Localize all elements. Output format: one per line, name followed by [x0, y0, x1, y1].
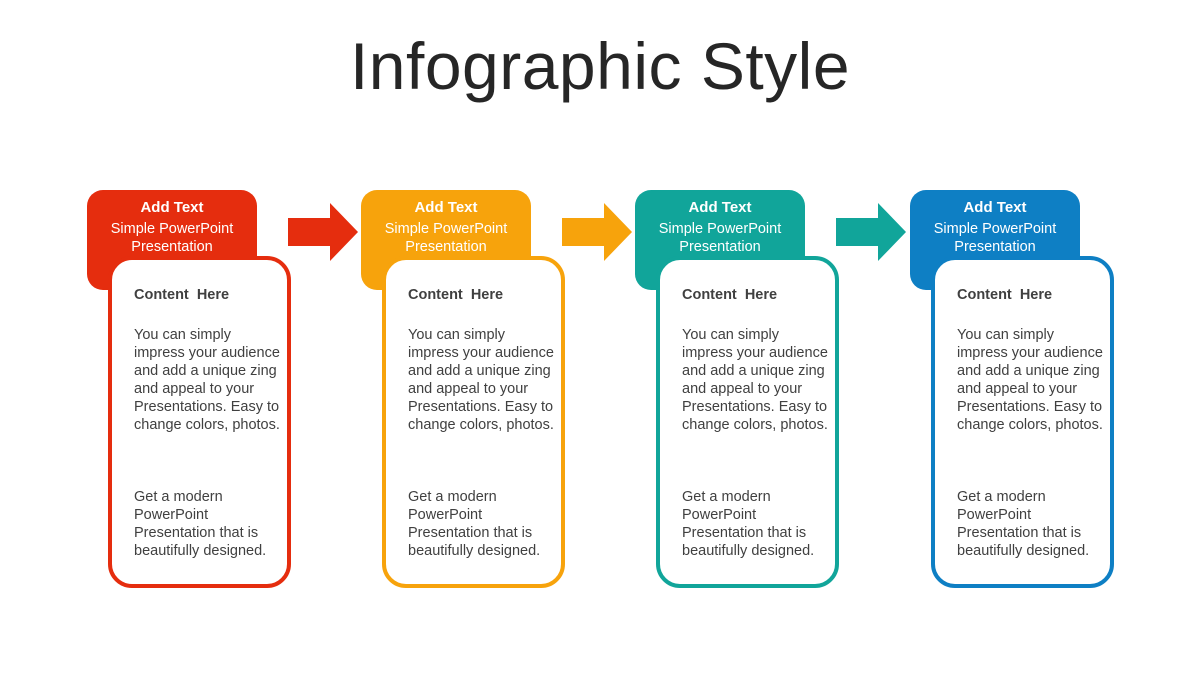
step-header-title: Add Text: [688, 199, 752, 216]
step-header-title: Add Text: [414, 199, 478, 216]
card-paragraph-1: You can simply impress your audience and…: [134, 327, 280, 433]
step-3: Add Text Simple PowerPoint Presentation …: [635, 190, 845, 590]
arrow-right-icon: [836, 203, 906, 261]
step-header-subtitle: Simple PowerPoint Presentation: [933, 221, 1057, 255]
card-paragraph-1: You can simply impress your audience and…: [682, 327, 828, 433]
step-1: Add Text Simple PowerPoint Presentation …: [87, 190, 297, 590]
card-heading: Content Here: [957, 287, 1053, 303]
step-card: Content Here You can simply impress your…: [382, 256, 565, 588]
step-header-subtitle: Simple PowerPoint Presentation: [110, 221, 234, 255]
arrow-right-icon: [288, 203, 358, 261]
card-paragraph-2: Get a modern PowerPoint Presentation tha…: [957, 489, 1090, 559]
step-header-subtitle: Simple PowerPoint Presentation: [384, 221, 508, 255]
step-header-subtitle: Simple PowerPoint Presentation: [658, 221, 782, 255]
step-card: Content Here You can simply impress your…: [656, 256, 839, 588]
card-paragraph-2: Get a modern PowerPoint Presentation tha…: [134, 489, 267, 559]
card-paragraph-2: Get a modern PowerPoint Presentation tha…: [682, 489, 815, 559]
card-paragraph-1: You can simply impress your audience and…: [957, 327, 1103, 433]
step-card: Content Here You can simply impress your…: [931, 256, 1114, 588]
card-heading: Content Here: [682, 287, 778, 303]
arrow-right-icon: [562, 203, 632, 261]
step-header-title: Add Text: [963, 199, 1027, 216]
card-paragraph-2: Get a modern PowerPoint Presentation tha…: [408, 489, 541, 559]
card-paragraph-1: You can simply impress your audience and…: [408, 327, 554, 433]
step-card: Content Here You can simply impress your…: [108, 256, 291, 588]
card-heading: Content Here: [134, 287, 230, 303]
card-heading: Content Here: [408, 287, 504, 303]
slide-title: Infographic Style: [349, 29, 851, 103]
step-header-title: Add Text: [140, 199, 204, 216]
step-2: Add Text Simple PowerPoint Presentation …: [361, 190, 571, 590]
step-4: Add Text Simple PowerPoint Presentation …: [910, 190, 1120, 590]
